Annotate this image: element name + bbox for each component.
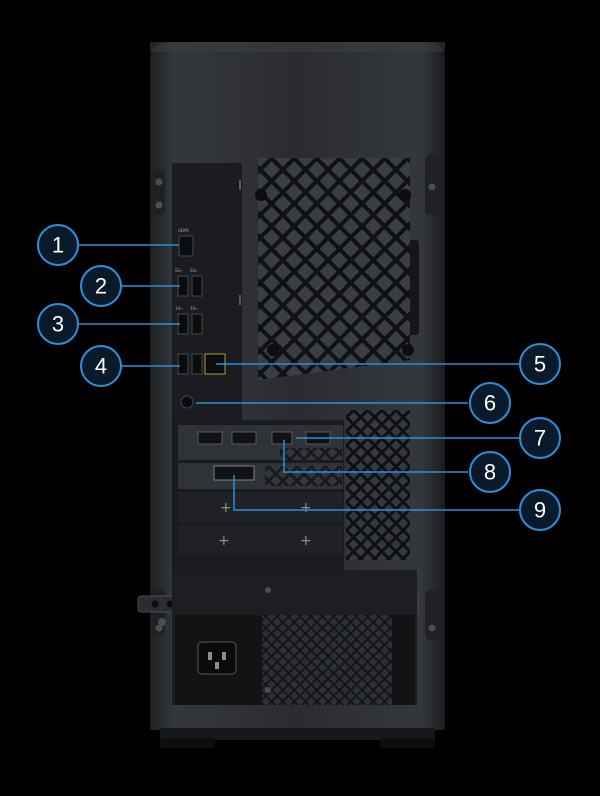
hdmi-label: HDMI: [178, 228, 189, 233]
callout-4-label: 4: [95, 354, 107, 379]
callout-5-label: 5: [534, 352, 546, 377]
power-socket: [197, 641, 237, 675]
foot-left: [160, 738, 215, 748]
usb-label-b: SS←: [190, 268, 199, 273]
callout-lines: [78, 244, 520, 511]
callout-4: 4: [80, 345, 122, 387]
usb-port-4a: [177, 353, 189, 375]
expansion-slots: + + + +: [172, 420, 344, 570]
callout-2-label: 2: [95, 274, 107, 299]
callout-8: 8: [469, 451, 511, 493]
callout-3: 3: [37, 303, 79, 345]
callout-3-label: 3: [52, 312, 64, 337]
gpu-hdmi: [271, 431, 293, 445]
usb-port-4b: [191, 353, 203, 375]
usb-port-3b: [191, 313, 203, 335]
usb-label-a: SS←: [175, 268, 184, 273]
hdmi-port: [178, 235, 194, 257]
usb-label-d: 10←: [190, 306, 199, 311]
slot-cover-1: [178, 492, 343, 522]
svg-text:+: +: [300, 533, 312, 549]
callout-7-label: 7: [534, 426, 546, 451]
usb-port-2b: [191, 275, 203, 297]
svg-text:+: +: [300, 500, 312, 516]
gpu-dp-2: [231, 431, 257, 445]
io-panel: HDMI SS← SS← 10← 10←: [172, 163, 242, 428]
audio-jack: [180, 395, 194, 409]
slot-cover-2: [178, 525, 343, 555]
usb-label-c: 10←: [175, 306, 184, 311]
callout-9-label: 9: [534, 498, 546, 523]
callout-5: 5: [519, 343, 561, 385]
upper-vent: [255, 158, 414, 380]
callout-1-label: 1: [52, 233, 64, 258]
psu: [172, 570, 417, 705]
svg-text:+: +: [220, 500, 232, 516]
foot-right: [380, 738, 435, 748]
callouts: 1 2 3 4 5 6 7 8: [37, 224, 561, 531]
callout-7: 7: [519, 417, 561, 459]
rail-right: [405, 155, 440, 640]
callout-1: 1: [37, 224, 79, 266]
lower-vent: [346, 410, 410, 560]
psu-fan: [262, 615, 392, 705]
callout-9: 9: [519, 489, 561, 531]
callout-2: 2: [80, 265, 122, 307]
gpu-dp-1: [197, 431, 223, 445]
svg-text:+: +: [218, 533, 230, 549]
callout-6-label: 6: [484, 391, 496, 416]
callout-8-label: 8: [484, 460, 496, 485]
callout-6: 6: [469, 382, 511, 424]
